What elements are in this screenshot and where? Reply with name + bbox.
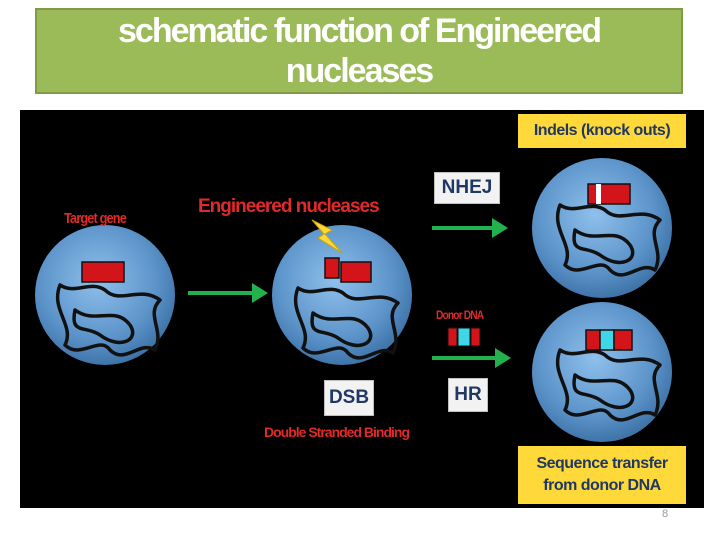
- diagram-panel: Target gene Engineered nucleases NHEJ Do…: [20, 110, 704, 508]
- donor-dna: [447, 327, 481, 347]
- title-banner: schematic function of Engineered nucleas…: [35, 8, 683, 94]
- arrow-right-hr: [432, 348, 511, 368]
- arrow-right-nhej: [432, 218, 508, 238]
- donor-insert: [599, 329, 615, 351]
- gene-segment: [81, 261, 125, 283]
- donor-dna-label: Donor DNA: [436, 308, 484, 322]
- dsb-box: DSB: [324, 380, 374, 416]
- gene-with-indel: [587, 183, 631, 205]
- gene-fragment-left: [324, 257, 340, 279]
- engineered-nucleases-label: Engineered nucleases: [198, 196, 380, 217]
- diagram-graphics: [35, 158, 672, 442]
- slide-title: schematic function of Engineered nucleas…: [118, 12, 602, 90]
- arrow-right-1: [188, 283, 268, 303]
- indels-callout: Indels (knock outs): [518, 114, 686, 148]
- cell-indel: [532, 158, 672, 298]
- lightning-bolt-icon: [311, 219, 343, 254]
- sequence-transfer-callout: Sequence transfer from donor DNA: [518, 446, 686, 504]
- nhej-box: NHEJ: [434, 172, 500, 204]
- hr-box: HR: [448, 378, 488, 412]
- cell-target: [35, 225, 175, 365]
- target-gene-label: Target gene: [64, 210, 127, 227]
- cell-hr: [532, 302, 672, 442]
- gene-fragment-right: [340, 261, 372, 283]
- page-number: 8: [662, 508, 669, 520]
- indel-mark: [596, 184, 601, 204]
- double-stranded-label: Double Stranded Binding: [264, 424, 410, 440]
- cell-cut: [272, 219, 412, 365]
